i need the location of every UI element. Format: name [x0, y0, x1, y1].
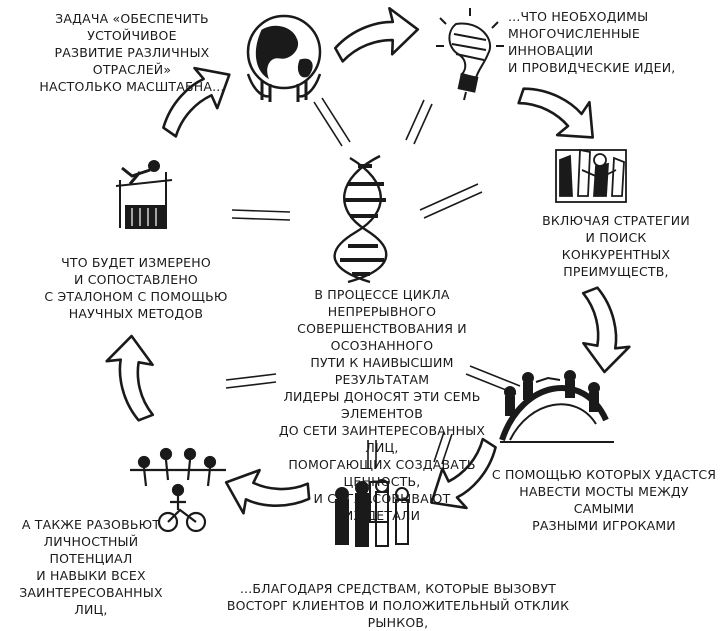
globe-hands-icon	[246, 14, 322, 102]
dna-helix-icon	[333, 154, 388, 284]
step-3-text: ВКЛЮЧАЯ СТРАТЕГИИ И ПОИСК КОНКУРЕНТНЫХ П…	[542, 213, 690, 279]
center-description: В ПРОЦЕССЕ ЦИКЛА НЕПРЕРЫВНОГО СОВЕРШЕНСТ…	[278, 287, 486, 523]
step-2-text: ...ЧТО НЕОБХОДИМЫ МНОГОЧИСЛЕННЫЕ ИННОВАЦ…	[508, 9, 676, 75]
connector-lines	[225, 97, 521, 468]
arrow-1	[330, 4, 422, 64]
arrow-6	[103, 333, 157, 423]
high-jump-icon	[115, 160, 173, 229]
step-4-text: С ПОМОЩЬЮ КОТОРЫХ УДАСТСЯ НАВЕСТИ МОСТЫ …	[491, 467, 717, 533]
step-5-text: ...БЛАГОДАРЯ СРЕДСТВАМ, КОТОРЫЕ ВЫЗОВУТ …	[226, 581, 570, 630]
lightbulb-icon	[436, 8, 504, 101]
step-7-text: ЧТО БУДЕТ ИЗМЕРЕНО И СОПОСТАВЛЕНО С ЭТАЛ…	[44, 255, 228, 321]
bridge-people-icon	[499, 370, 614, 443]
step-1-text: ЗАДАЧА «ОБЕСПЕЧИТЬ УСТОЙЧИВОЕ РАЗВИТИЕ Р…	[39, 11, 225, 94]
strategy-collage-icon	[555, 148, 627, 203]
people-pyramid-icon	[130, 447, 226, 533]
step-6-text: А ТАКЖЕ РАЗОВЬЮТ ЛИЧНОСТНЫЙ ПОТЕНЦИАЛ И …	[19, 517, 163, 617]
arrow-2	[512, 62, 611, 157]
arrow-3	[579, 285, 633, 375]
people-group-icon	[335, 479, 409, 547]
